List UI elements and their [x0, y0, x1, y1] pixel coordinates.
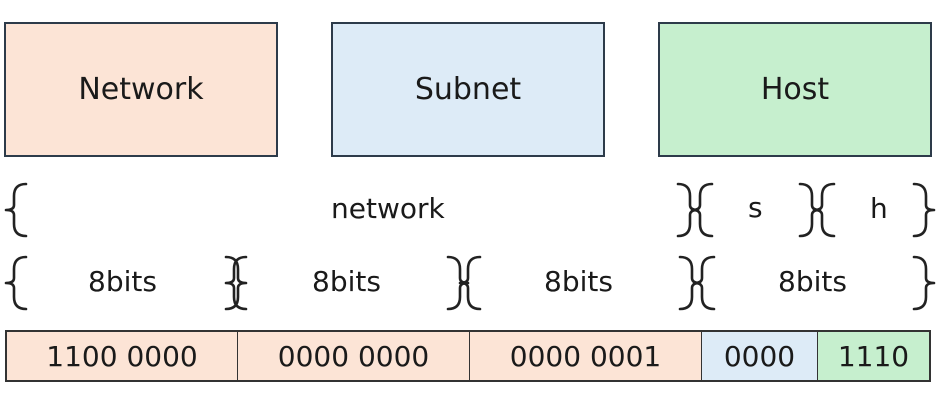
- octet3-label: 8bits: [544, 265, 613, 298]
- octet2-brace-open: [224, 255, 248, 311]
- octet1-brace-open: [4, 255, 28, 311]
- subnet-span-label: s: [748, 191, 763, 224]
- host-box-label: Host: [760, 72, 830, 107]
- bit-cell-octet2: 0000 0000: [238, 332, 470, 380]
- bit-cell-octet3-value: 0000 0001: [509, 339, 662, 373]
- network-box: Network: [4, 22, 278, 157]
- host-box: Host: [658, 22, 932, 157]
- subnet-box-label: Subnet: [414, 72, 522, 107]
- bit-cell-octet3: 0000 0001: [470, 332, 702, 380]
- bit-cell-host-value: 1110: [837, 339, 910, 373]
- network-span-label: network: [331, 192, 445, 225]
- octet1-label: 8bits: [88, 265, 157, 298]
- octet3-brace-open: [458, 255, 482, 311]
- bit-cell-octet2-value: 0000 0000: [277, 339, 430, 373]
- bit-cell-octet1-value: 1100 0000: [46, 339, 198, 373]
- bit-cell-subnet: 0000: [702, 332, 818, 380]
- host-brace-close: [912, 182, 936, 238]
- octet1-brace-close: [224, 255, 248, 311]
- bit-row: 1100 0000 0000 0000 0000 0001 0000 1110: [5, 330, 931, 382]
- octet4-label: 8bits: [778, 265, 847, 298]
- subnet-brace-open: [690, 182, 714, 238]
- bit-cell-subnet-value: 0000: [723, 339, 796, 373]
- network-box-label: Network: [78, 72, 204, 107]
- octet2-label: 8bits: [312, 265, 381, 298]
- octet4-brace-close: [912, 255, 936, 311]
- host-brace-open: [812, 182, 836, 238]
- octet2-brace-close: [446, 255, 470, 311]
- octet4-brace-open: [692, 255, 716, 311]
- bit-cell-host: 1110: [818, 332, 929, 380]
- bit-cell-octet1: 1100 0000: [7, 332, 238, 380]
- subnet-box: Subnet: [331, 22, 605, 157]
- network-brace-open: [4, 182, 28, 238]
- host-span-label: h: [870, 192, 888, 225]
